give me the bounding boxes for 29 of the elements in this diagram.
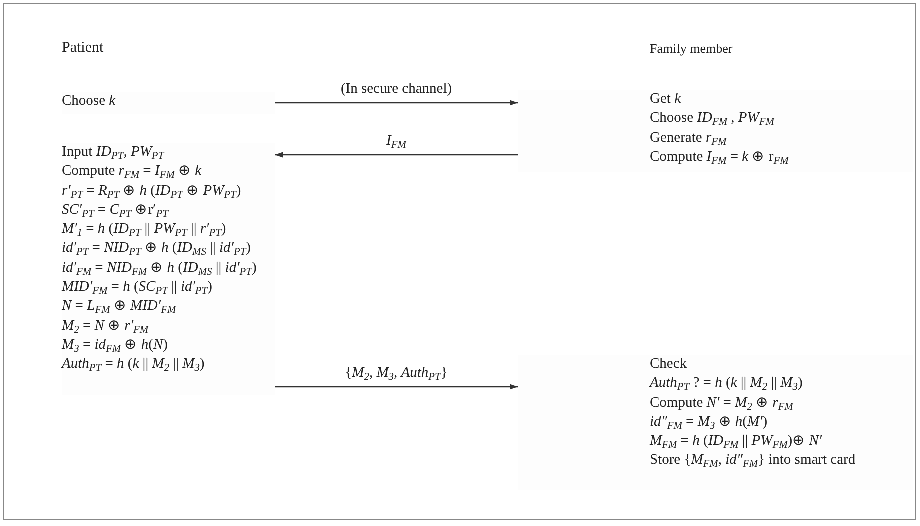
protocol-step-text: N = L$_{FM}$ ⊕ MID′$_{FM}$ (62, 297, 178, 317)
protocol-step-text: M$_{3}$ = id$_{FM}$ ⊕ h(N) (62, 336, 169, 356)
message-arrow (275, 152, 518, 158)
protocol-step-text: Input ID$_{PT}$, PW$_{PT}$ (62, 143, 166, 162)
protocol-step-text: Generate r$_{FM}$ (649, 128, 728, 148)
protocol-step-text: id″$_{FM}$ = M$_{3}$ ⊕ h(M′) (649, 412, 769, 432)
protocol-step-text: id′$_{FM}$ = NID$_{FM}$ ⊕ h (ID$_{MS}$ || id′$_{PT}$) (62, 258, 258, 278)
protocol-step-text: M$_{FM}$ = h (ID$_{FM}$ || PW$_{FM}$)⊕ N′ (648, 432, 824, 452)
protocol-step-text: MID′$_{FM}$ = h (SC$_{PT}$ || id′$_{PT}$) (62, 278, 214, 298)
protocol-step-text: r′$_{PT}$ = R$_{PT}$ ⊕ h (ID$_{PT}$ ⊕ PW$_{PT}$) (62, 182, 242, 201)
protocol-step-text: M$_{2}$ = N ⊕ r′$_{FM}$ (62, 316, 150, 336)
edge-label: I$_{FM}$ (384, 133, 410, 150)
protocol-step-text: Compute N′ = M$_{2}$ ⊕ r$_{FM}$ (649, 394, 795, 413)
message-arrow (275, 100, 518, 106)
protocol-step-text: id′$_{PT}$ = NID$_{PT}$ ⊕ h (ID$_{MS}$ || id′$_{PT}$) (62, 239, 252, 259)
protocol-step-text: Compute I$_{FM}$ = k ⊕ r$_{FM}$ (649, 148, 790, 168)
protocol-step-text: Store {M$_{FM}$, id″$_{FM}$} into smart card (649, 451, 857, 471)
protocol-step-text: Choose k (62, 92, 117, 111)
protocol-step-text: SC′$_{PT}$ = C$_{PT}$ ⊕r′$_{PT}$ (62, 200, 170, 220)
protocol-step-text: Get k (649, 90, 682, 109)
party-heading: Family member (650, 41, 733, 57)
protocol-step-text: Check (649, 355, 688, 374)
message-arrow (275, 384, 518, 390)
protocol-step-text: Auth$_{PT}$ ? = h (k || M$_{2}$ || M$_{3}$) (648, 374, 804, 394)
protocol-step-text: M′$_{1}$ = h (ID$_{PT}$ || PW$_{PT}$ || r′$_{PT}$) (62, 220, 228, 240)
protocol-step-text: Compute r$_{FM}$ = I$_{FM}$ ⊕ k (62, 162, 203, 182)
protocol-step-text: Choose ID$_{FM}$ , PW$_{FM}$ (649, 109, 776, 129)
party-heading: Patient (62, 40, 104, 57)
protocol-step-text: Auth$_{PT}$ = h (k || M$_{2}$ || M$_{3}$) (62, 355, 206, 375)
